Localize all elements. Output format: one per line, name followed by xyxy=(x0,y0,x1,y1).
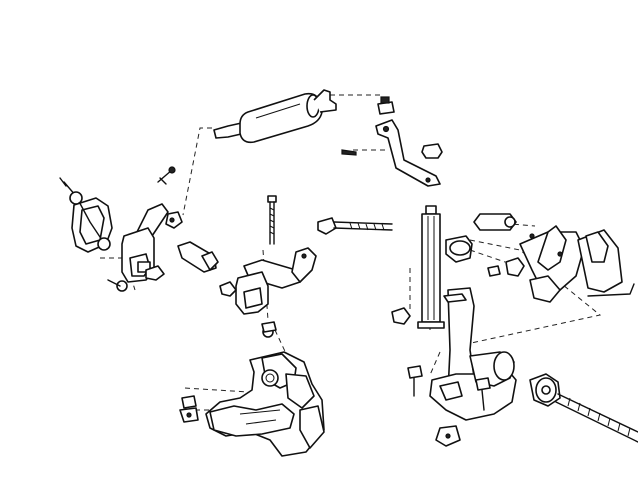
control-rod xyxy=(317,217,393,235)
threaded-rod xyxy=(529,373,638,443)
small-bolt xyxy=(157,166,176,185)
muffler xyxy=(213,89,337,144)
lower-left-housing xyxy=(179,351,325,457)
upper-bracket xyxy=(341,96,443,187)
vertical-shaft xyxy=(391,205,445,329)
linkage-block xyxy=(145,241,219,281)
right-lever-assembly xyxy=(445,213,635,303)
center-bolt xyxy=(267,195,277,245)
left-housing xyxy=(59,177,113,253)
center-bell-crank xyxy=(219,247,317,338)
left-bell-crank xyxy=(107,203,183,292)
lower-right-mount xyxy=(407,287,517,447)
